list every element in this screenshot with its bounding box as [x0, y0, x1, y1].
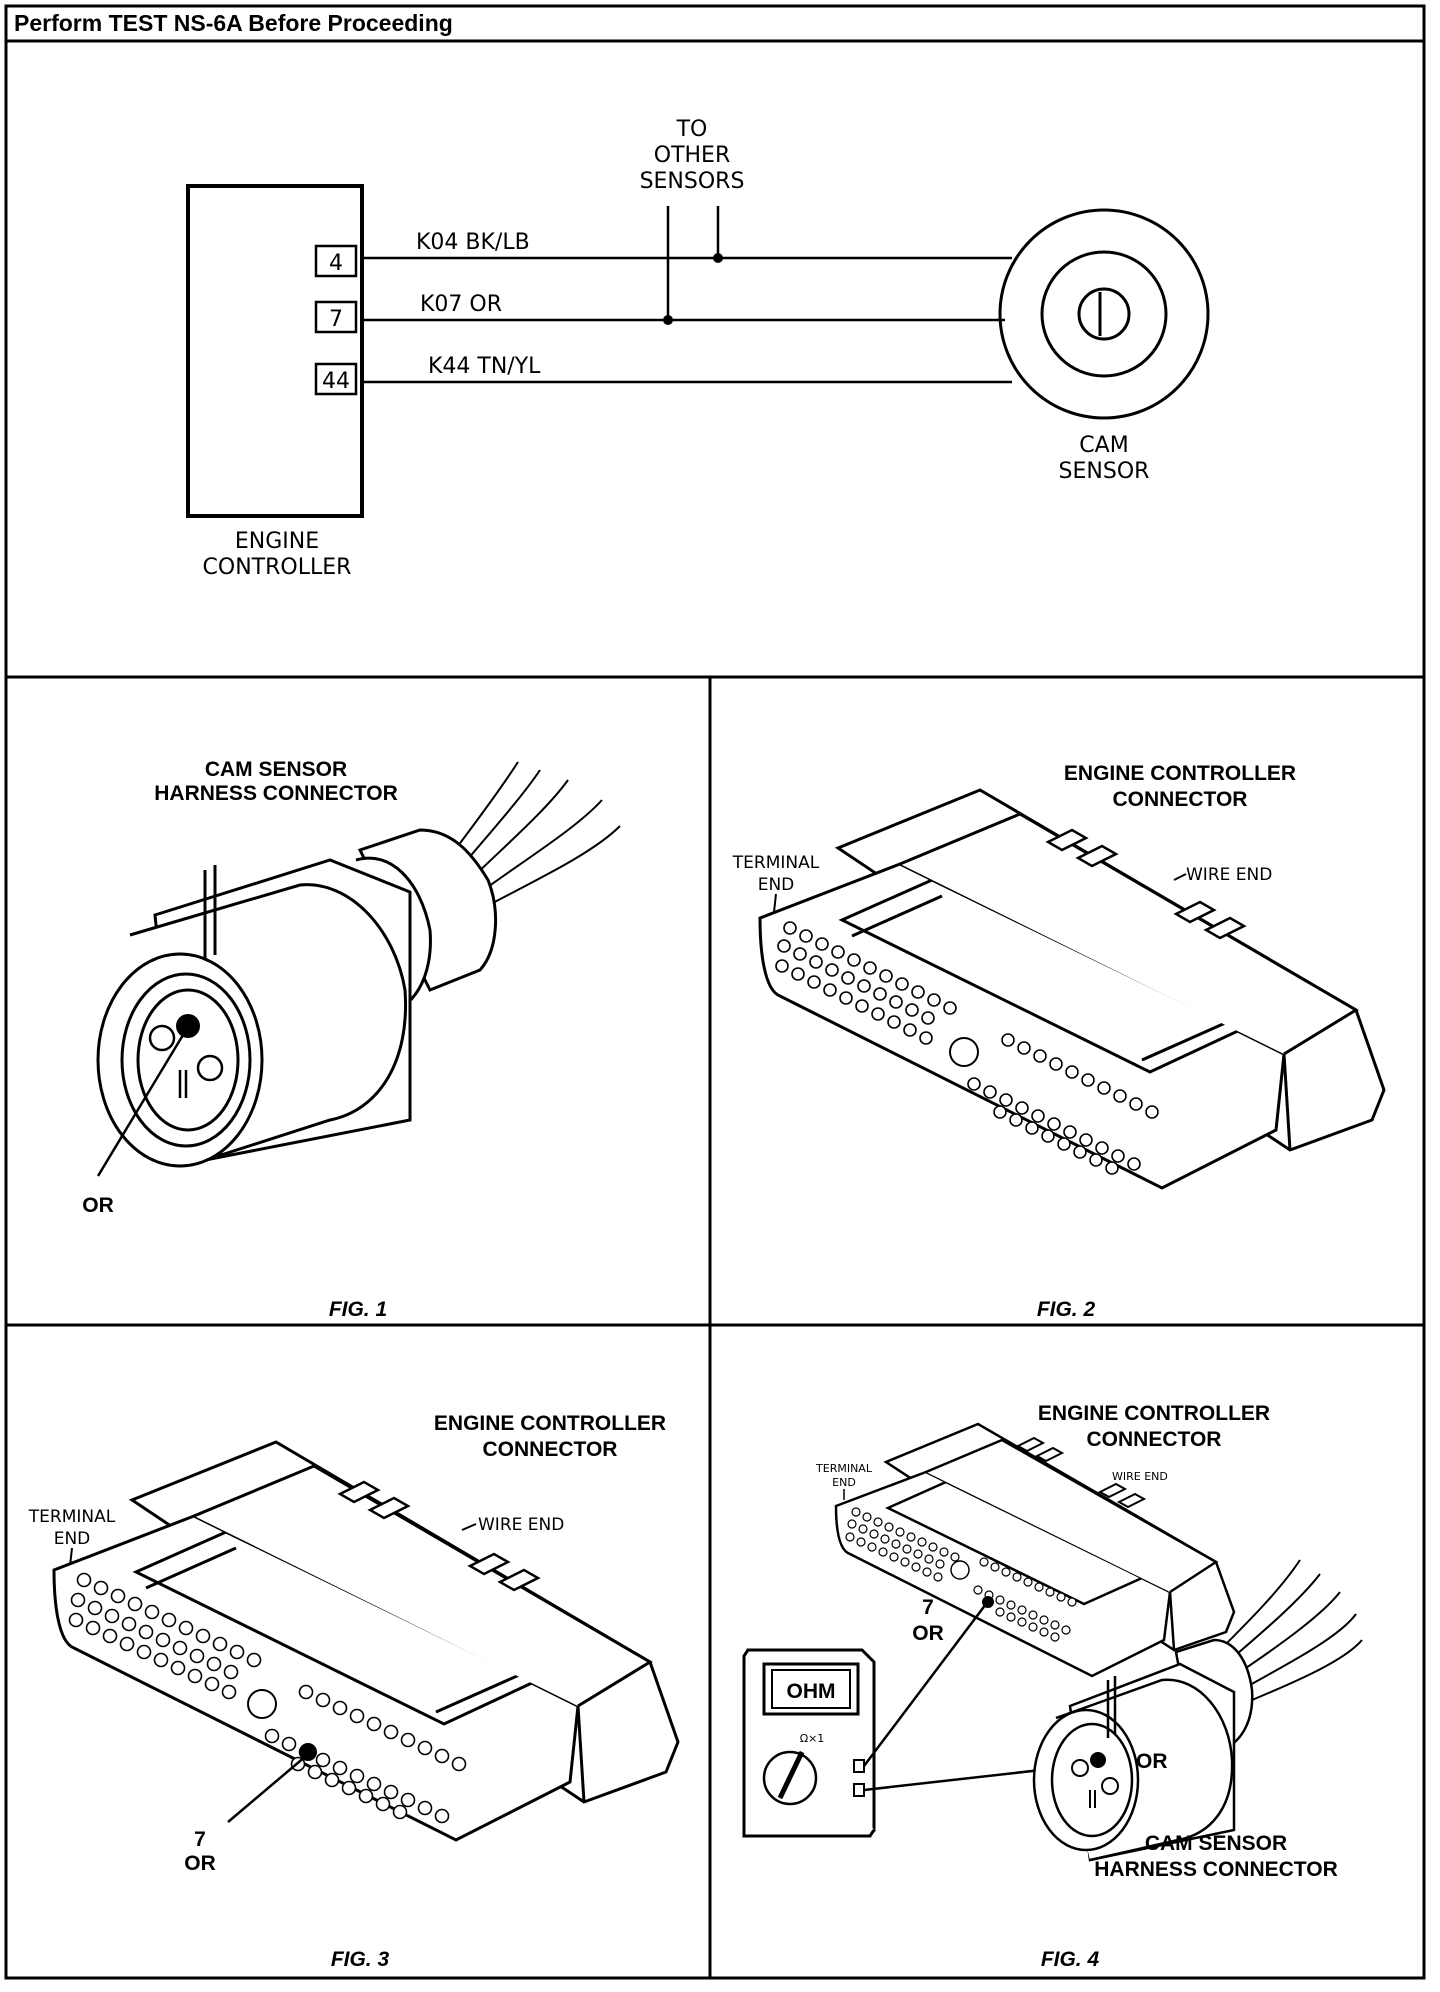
fig4-pins [845, 1507, 1077, 1642]
pin-7: 7 [329, 307, 343, 332]
fig4-title-1: ENGINE CONTROLLER [1038, 1402, 1270, 1425]
fig3-caption: FIG. 3 [331, 1948, 390, 1971]
fig4-connector-body [834, 1422, 1236, 1678]
fig2-wire-end-leader [1173, 873, 1187, 881]
fig1-callout-or: OR [82, 1194, 114, 1217]
controller-label-1: ENGINE [235, 529, 319, 554]
pin-boxes [314, 244, 358, 396]
cam-label-1: CAM [1079, 433, 1128, 458]
fig4-panel: ENGINE CONTROLLER CONNECTOR TERMINAL END… [742, 1402, 1363, 1971]
fig2-tabs [1045, 828, 1247, 940]
fig2-caption: FIG. 2 [1037, 1298, 1096, 1321]
fig1-sockets [148, 1014, 224, 1098]
fig2-title-2: CONNECTOR [1113, 788, 1248, 811]
fig1-callout-leader [96, 1029, 188, 1177]
fig3-pins-left [68, 1572, 262, 1700]
fig3-terminal-2: END [54, 1529, 91, 1549]
fig1-title-1: CAM SENSOR [205, 758, 347, 781]
other-sensors-line-2: OTHER [654, 143, 730, 168]
fig3-panel: ENGINE CONTROLLER CONNECTOR TERMINAL END… [28, 1412, 680, 1971]
fig4-center-hole [950, 1560, 970, 1580]
fig3-wire-end: WIRE END [478, 1515, 564, 1535]
fig3-terminal-1: TERMINAL [28, 1507, 116, 1527]
fig3-title-1: ENGINE CONTROLLER [434, 1412, 666, 1435]
fig3-callout-or: OR [184, 1852, 216, 1875]
fig2-center-hole [949, 1037, 979, 1067]
fig3-wire-end-leader [461, 1523, 477, 1531]
splice-dot-k07 [663, 315, 673, 325]
fig3-tabs [337, 1480, 541, 1592]
fig1-panel: CAM SENSOR HARNESS CONNECTOR OR F [82, 758, 621, 1321]
fig1-caption: FIG. 1 [329, 1298, 387, 1321]
fig2-pins-left [775, 921, 957, 1045]
fig4-cam-connector [1032, 1638, 1254, 1862]
fig1-connector-body [96, 828, 498, 1168]
fig2-pins-right [967, 1033, 1159, 1175]
fig4-terminal-2: END [832, 1476, 856, 1489]
header-title: Perform TEST NS-6A Before Proceeding [14, 10, 453, 36]
engine-controller-box [186, 184, 364, 518]
fig3-callout-7: 7 [194, 1828, 206, 1851]
fig3-center-hole [247, 1689, 277, 1719]
fig2-terminal-1: TERMINAL [732, 853, 820, 873]
fig1-title-2: HARNESS CONNECTOR [154, 782, 397, 805]
fig4-callout-7: 7 [922, 1596, 934, 1619]
ohmmeter-display: OHM [787, 1680, 836, 1703]
page-frame [4, 4, 1426, 1980]
fig3-callout-leader [227, 1755, 307, 1823]
fig3-title-2: CONNECTOR [483, 1438, 618, 1461]
fig2-terminal-2: END [758, 875, 795, 895]
other-sensors-line-3: SENSORS [640, 169, 745, 194]
pin-44: 44 [322, 369, 350, 394]
fig2-title-1: ENGINE CONTROLLER [1064, 762, 1296, 785]
cam-sensor-symbol [998, 208, 1210, 420]
other-sensors-line-1: TO [676, 117, 708, 142]
ohmmeter [742, 1648, 876, 1838]
pin-4: 4 [329, 251, 343, 276]
schematic: 4 7 44 K04 BK/LB K07 OR K44 TN/YL TO OTH… [186, 117, 1210, 580]
fig4-terminal-1: TERMINAL [815, 1462, 873, 1475]
fig4-title-2: CONNECTOR [1087, 1428, 1222, 1451]
fig3-connector-body [52, 1440, 680, 1842]
fig4-cam-callout-or: OR [1136, 1750, 1168, 1773]
controller-label-2: CONTROLLER [203, 555, 352, 580]
splice-dot-k04 [713, 253, 723, 263]
fig2-wire-end: WIRE END [1186, 865, 1272, 885]
fig4-wire-end: WIRE END [1112, 1470, 1168, 1483]
wire-label-k07: K07 OR [420, 292, 502, 317]
fig2-terminal-leader [773, 893, 777, 913]
fig4-cam-sockets [1071, 1752, 1119, 1808]
fig4-caption: FIG. 4 [1041, 1948, 1100, 1971]
wire-label-k04: K04 BK/LB [416, 230, 530, 255]
fig4-cam-title-1: CAM SENSOR [1145, 1832, 1287, 1855]
fig4-tabs [1015, 1436, 1147, 1509]
fig4-harness-wires [1219, 1559, 1363, 1701]
wires [362, 206, 1012, 384]
fig2-connector-body [758, 788, 1386, 1190]
fig4-callout-or: OR [912, 1622, 944, 1645]
ohmmeter-range: Ω×1 [800, 1732, 825, 1745]
fig4-cam-title-2: HARNESS CONNECTOR [1094, 1858, 1337, 1881]
wire-label-k44: K44 TN/YL [428, 354, 541, 379]
fig2-panel: ENGINE CONTROLLER CONNECTOR TERMINAL END… [732, 762, 1386, 1321]
cam-label-2: SENSOR [1059, 459, 1150, 484]
